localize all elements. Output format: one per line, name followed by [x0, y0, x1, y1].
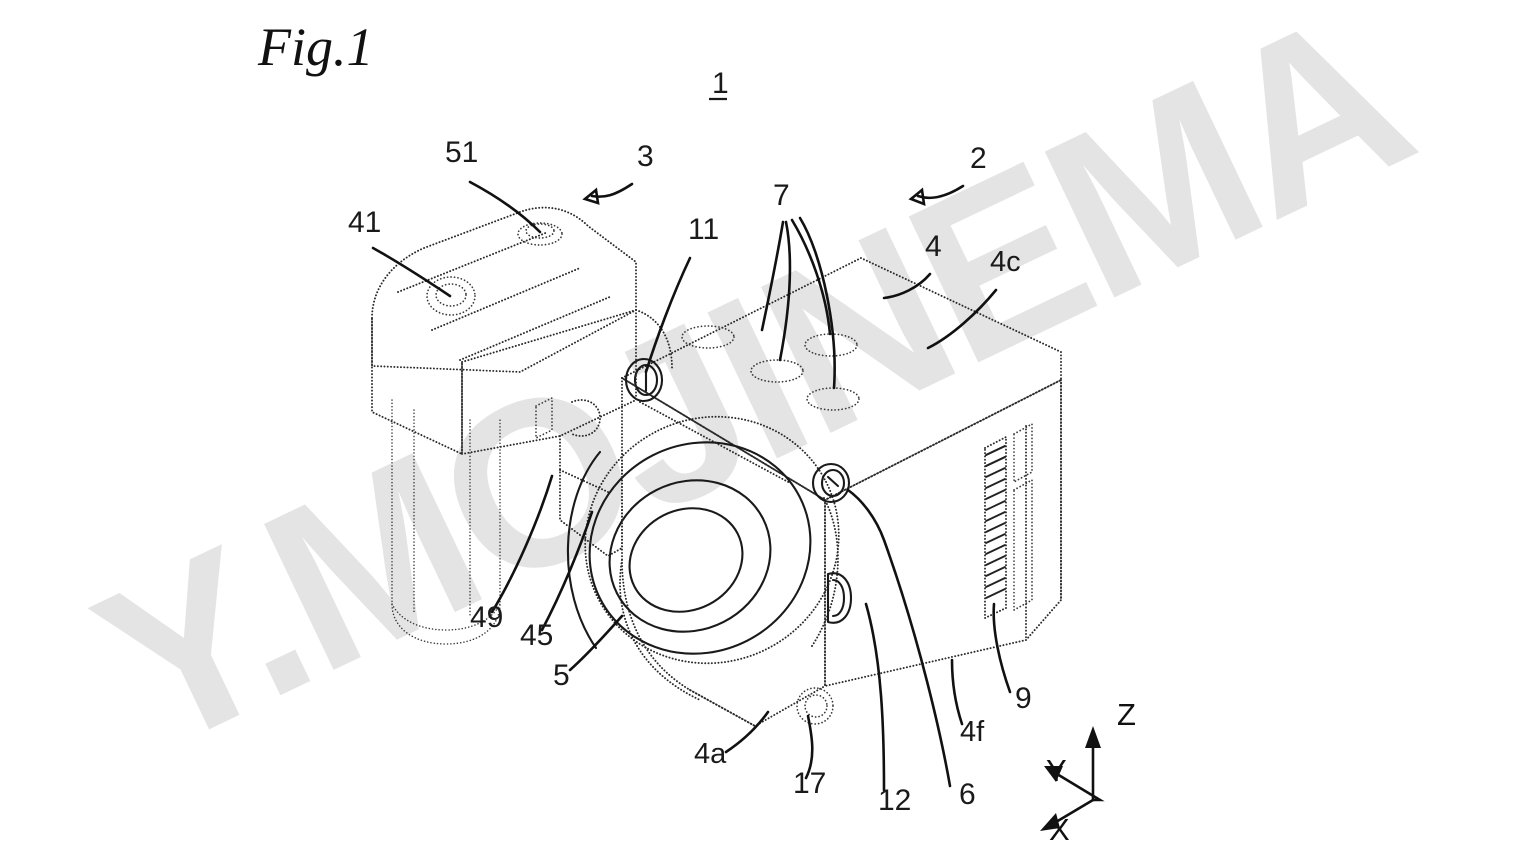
ref-numeral-3: 3: [637, 140, 654, 173]
ref-numeral-49: 49: [470, 601, 503, 634]
ref-numeral-6: 6: [959, 778, 976, 811]
ref-numeral-1: 1: [712, 67, 729, 100]
axis-label-z: Z: [1117, 697, 1136, 732]
ribbed-strip-9: [985, 424, 1032, 618]
figure-title-group: Fig.1: [257, 17, 374, 77]
ref-numeral-4c: 4c: [990, 246, 1021, 278]
figure-title: Fig.1: [257, 17, 374, 77]
side-lever-12: [828, 573, 851, 623]
leader-lines: [373, 182, 1010, 790]
ref-numeral-4a: 4a: [694, 738, 727, 770]
ref-numeral-2: 2: [970, 142, 987, 175]
axis-labels: Z Y X: [1046, 697, 1136, 847]
ref-numeral-41: 41: [348, 206, 381, 239]
ref-numeral-5: 5: [553, 659, 570, 692]
ref-numeral-4f: 4f: [960, 716, 985, 748]
mode-dial-11: [626, 359, 662, 401]
axis-label-x: X: [1049, 812, 1070, 847]
ref-numeral-51: 51: [445, 136, 478, 169]
front-button-17: [797, 688, 833, 724]
ref-numeral-7: 7: [773, 179, 790, 212]
ref-numeral-12: 12: [878, 784, 911, 817]
ref-numeral-17: 17: [793, 767, 826, 800]
ref-numeral-45: 45: [520, 619, 553, 652]
axis-label-y: Y: [1046, 753, 1067, 788]
ref-numeral-9: 9: [1015, 682, 1032, 715]
dial-51: [518, 223, 562, 245]
ref-numeral-4: 4: [925, 230, 942, 263]
reference-numeral-labels: 1 51 3 41 11 7 2 4 4c 49 45 5 4a 17 12 6…: [348, 67, 1032, 817]
ref-numeral-11: 11: [688, 213, 719, 246]
lens-assembly: [543, 373, 882, 707]
shutter-button-6: [813, 464, 849, 502]
